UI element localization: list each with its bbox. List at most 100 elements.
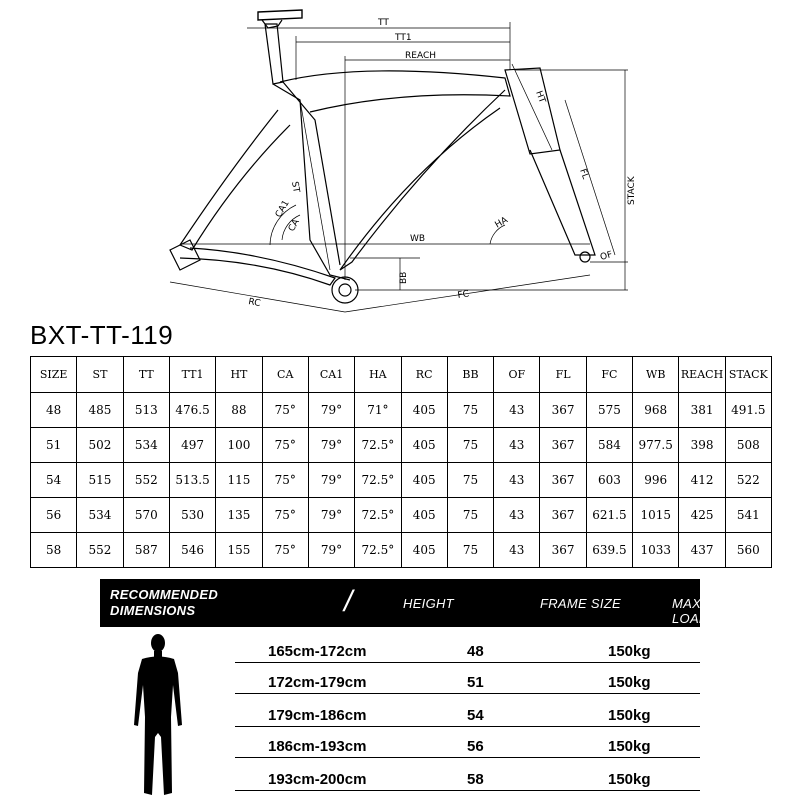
geometry-cell: 570 — [122, 497, 170, 533]
header-cell: REACH — [678, 356, 726, 393]
geometry-cell: 75° — [261, 462, 309, 498]
header-cell: OF — [493, 356, 541, 393]
geometry-cell: 72.5° — [354, 427, 402, 463]
height-range: 179cm-186cm — [268, 707, 367, 724]
geometry-cell: 405 — [400, 427, 448, 463]
geometry-cell: 51 — [29, 427, 78, 463]
geometry-cell: 75 — [446, 462, 495, 498]
fork — [529, 149, 596, 256]
geometry-cell: 155 — [215, 532, 263, 568]
geometry-cell: 75° — [261, 392, 309, 428]
header-cell: STACK — [724, 356, 773, 393]
geometry-cell: 79° — [307, 532, 356, 568]
header-cell: TT — [122, 356, 170, 393]
model-title: BXT-TT-119 — [30, 320, 174, 350]
header-cell: FL — [539, 356, 587, 393]
bottom-bracket — [331, 276, 359, 304]
geometry-cell: 381 — [678, 392, 726, 428]
height-range: 193cm-200cm — [268, 771, 367, 788]
label-ht: HT — [533, 90, 547, 105]
header-cell: HA — [354, 356, 402, 393]
saddle-icon — [257, 9, 303, 21]
geometry-table: SIZE ST TT TT1 HT CA CA1 HA RC BB OF FL … — [29, 356, 773, 568]
header-cell: CA1 — [307, 356, 356, 393]
label-wb: WB — [410, 234, 425, 244]
geometry-cell: 522 — [724, 462, 773, 498]
geometry-cell: 534 — [76, 497, 124, 533]
geometry-cell: 405 — [400, 462, 448, 498]
slash-divider: / — [344, 585, 353, 618]
header-cell: WB — [632, 356, 680, 393]
geometry-cell: 603 — [585, 462, 634, 498]
geometry-cell: 72.5° — [354, 462, 402, 498]
header-cell: RC — [400, 356, 448, 393]
geometry-cell: 75 — [446, 532, 495, 568]
label-ca: CA — [287, 217, 302, 234]
geometry-cell: 996 — [632, 462, 680, 498]
header-cell: CA — [261, 356, 309, 393]
label-tt1: TT1 — [394, 33, 412, 43]
geometry-cell: 72.5° — [354, 497, 402, 533]
geometry-cell: 1033 — [632, 532, 680, 568]
geometry-cell: 398 — [678, 427, 726, 463]
geometry-cell: 43 — [493, 392, 541, 428]
geometry-cell: 367 — [539, 427, 587, 463]
geometry-cell: 405 — [400, 532, 448, 568]
recommended-row: 186cm-193cm 56 150kg — [235, 735, 700, 758]
geometry-cell: 560 — [724, 532, 773, 568]
geometry-cell: 367 — [539, 392, 587, 428]
max-load: 150kg — [608, 707, 651, 724]
geometry-cell: 639.5 — [585, 532, 634, 568]
geometry-cell: 502 — [76, 427, 124, 463]
label-ha: HA — [494, 215, 511, 231]
geometry-cell: 412 — [678, 462, 726, 498]
geometry-cell: 75 — [446, 497, 495, 533]
geometry-header-row: SIZE ST TT TT1 HT CA CA1 HA RC BB OF FL … — [29, 356, 773, 393]
header-cell: HT — [215, 356, 263, 393]
geometry-cell: 79° — [307, 392, 356, 428]
geometry-cell: 508 — [724, 427, 773, 463]
header-cell: FC — [585, 356, 634, 393]
seat-stay — [179, 109, 291, 251]
seat-post — [264, 23, 284, 85]
max-load: 150kg — [608, 738, 651, 755]
geometry-cell: 425 — [678, 497, 726, 533]
header-cell: SIZE — [29, 356, 78, 393]
frame-size: 58 — [467, 771, 484, 788]
geometry-cell: 541 — [724, 497, 773, 533]
label-fc: FC — [457, 289, 470, 301]
geometry-cell: 552 — [122, 462, 170, 498]
chain-stay — [179, 247, 336, 286]
geometry-cell: 534 — [122, 427, 170, 463]
geometry-cell: 43 — [493, 427, 541, 463]
geometry-cell: 75° — [261, 497, 309, 533]
geometry-cell: 584 — [585, 427, 634, 463]
geometry-cell: 48 — [29, 392, 78, 428]
header-cell: TT1 — [168, 356, 217, 393]
geometry-cell: 437 — [678, 532, 726, 568]
geometry-cell: 79° — [307, 462, 356, 498]
label-of: OF — [599, 250, 613, 263]
column-height: HEIGHT — [403, 596, 454, 611]
geometry-cell: 56 — [29, 497, 78, 533]
geometry-cell: 75 — [446, 392, 495, 428]
height-range: 186cm-193cm — [268, 738, 367, 755]
label-bb: BB — [399, 272, 409, 284]
geometry-cell: 485 — [76, 392, 124, 428]
recommended-title: RECOMMENDED DIMENSIONS — [110, 587, 260, 619]
frame-size: 56 — [467, 738, 484, 755]
geometry-cell: 88 — [215, 392, 263, 428]
geometry-cell: 587 — [122, 532, 170, 568]
recommended-title-line1: RECOMMENDED — [110, 587, 219, 602]
column-max-load: MAXIMUM LOAD — [672, 596, 737, 626]
recommended-title-line2: DIMENSIONS — [110, 603, 196, 618]
person-silhouette-icon — [134, 634, 182, 795]
geometry-cell: 79° — [307, 427, 356, 463]
geometry-cell: 491.5 — [724, 392, 773, 428]
